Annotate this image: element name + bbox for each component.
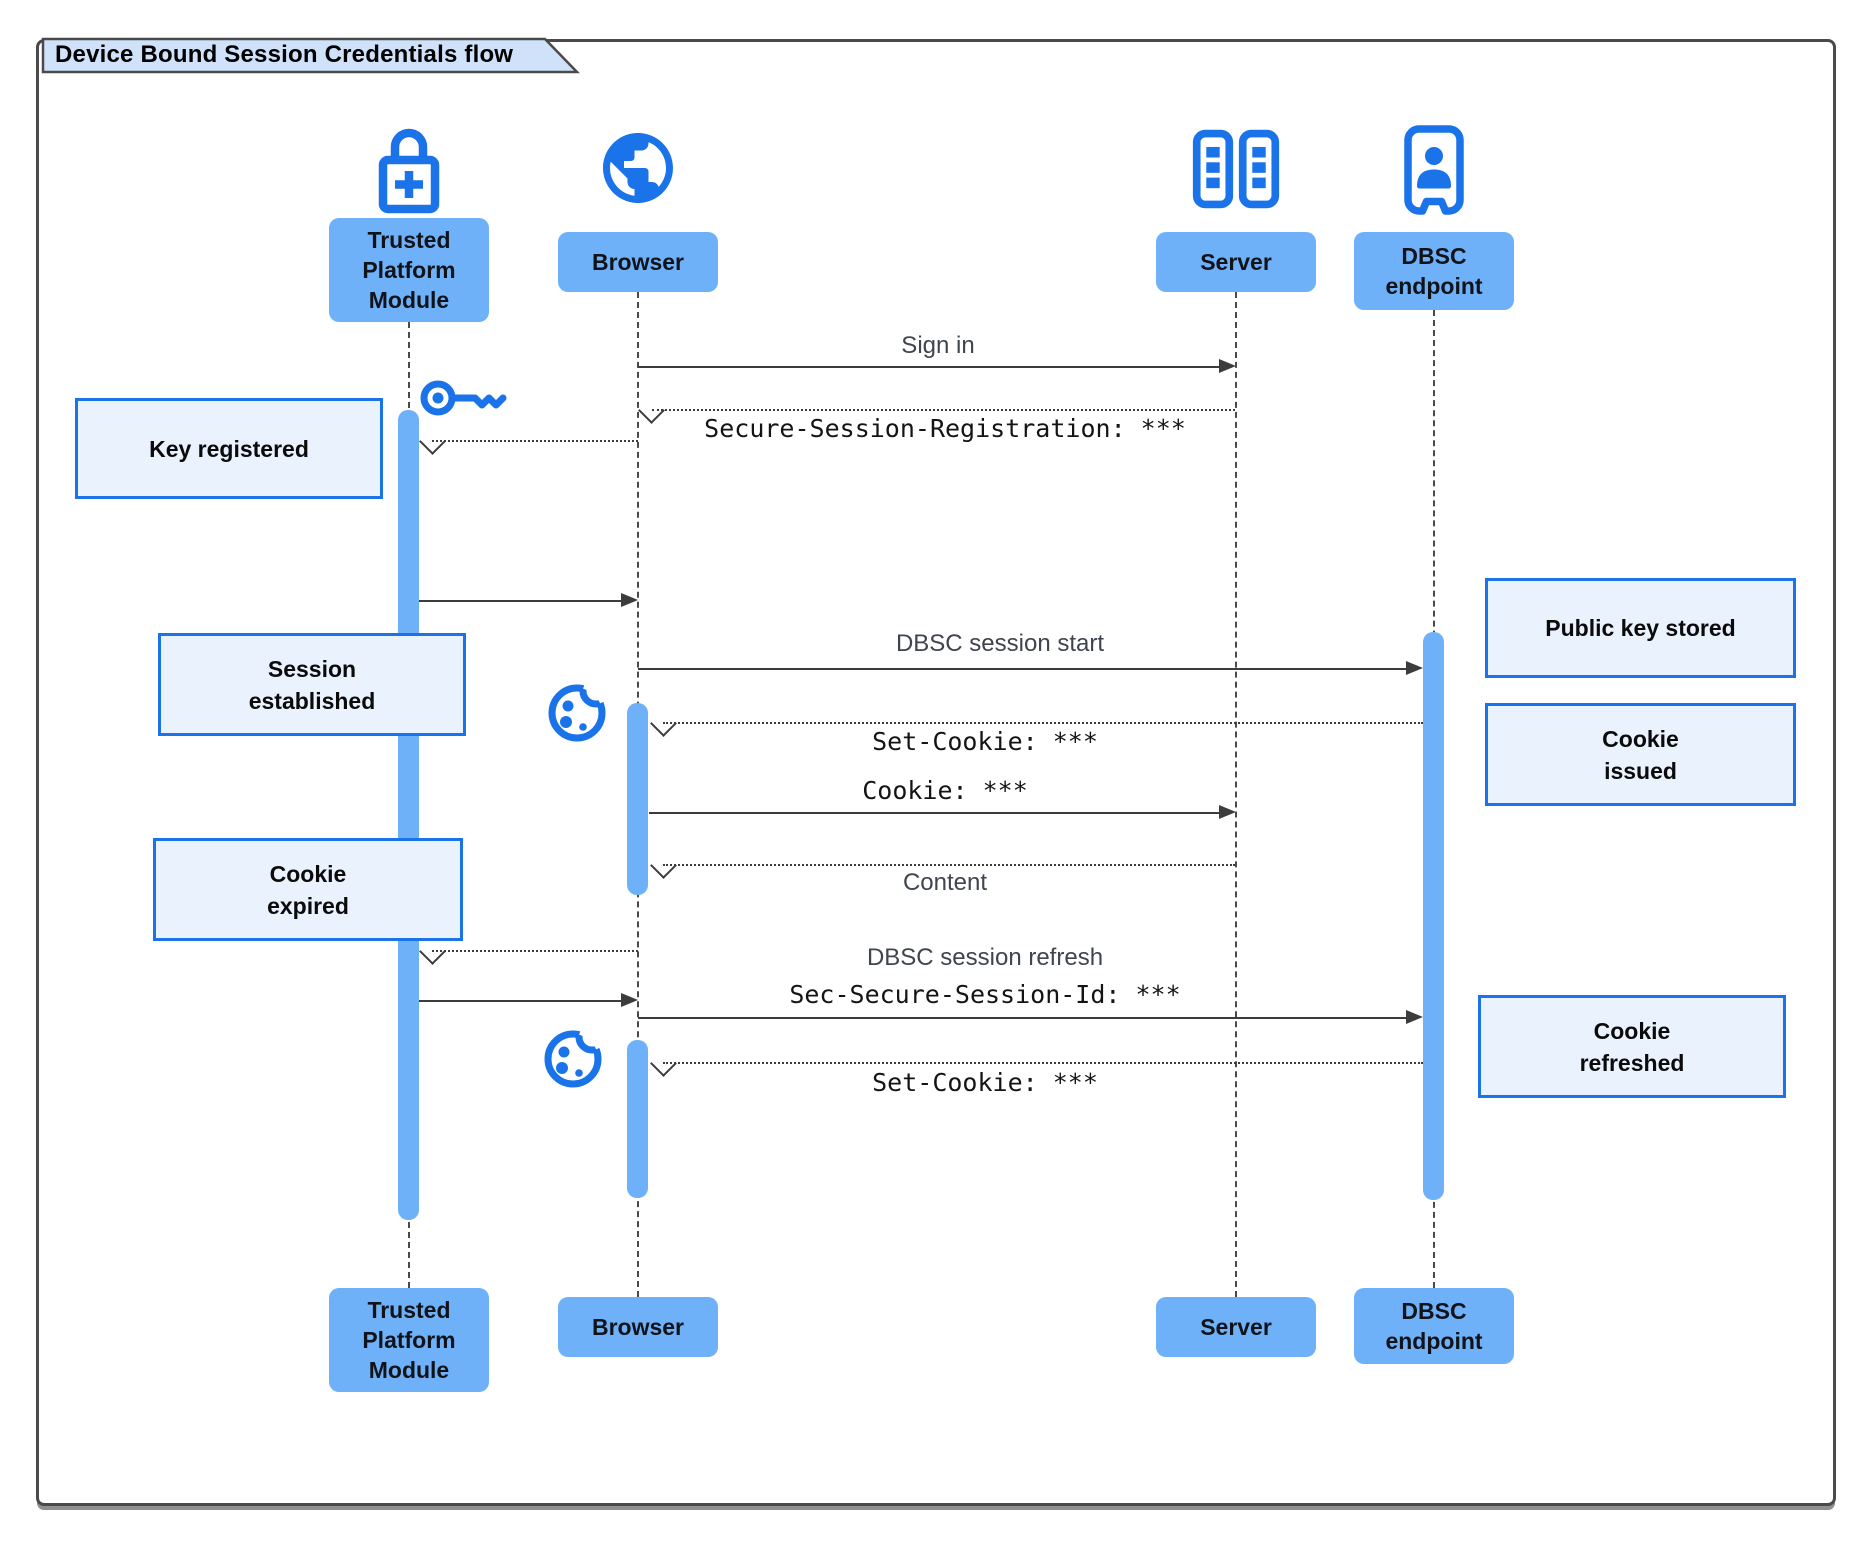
- lifeline-server: [1235, 292, 1237, 1297]
- note-session-established: Session established: [158, 633, 466, 736]
- cookie-icon: [544, 1024, 605, 1088]
- activation-dbsc: [1423, 632, 1444, 1200]
- note-cookie-expired: Cookie expired: [153, 838, 463, 941]
- note-cookie-refreshed: Cookie refreshed: [1478, 995, 1786, 1098]
- arrowhead-icon: [1406, 1010, 1423, 1024]
- message-arrow-set-cookie-2: [663, 1062, 1423, 1064]
- key-icon: [420, 380, 507, 416]
- id-badge-icon: [1404, 125, 1464, 215]
- cookie-icon: [548, 678, 609, 742]
- message-label-set-cookie-1: Set-Cookie: ***: [872, 727, 1098, 756]
- note-cookie-issued: Cookie issued: [1485, 703, 1796, 806]
- diagram-title-tab: Device Bound Session Credentials flow: [41, 37, 581, 75]
- message-arrow-key-ready: [419, 600, 621, 602]
- message-arrow-cookie-expired-signal: [432, 950, 638, 952]
- message-arrow-cookie: [649, 812, 1220, 814]
- lock-plus-icon: [378, 128, 440, 214]
- arrowhead-icon: [621, 593, 638, 607]
- message-arrow-content: [663, 864, 1235, 866]
- globe-icon: [603, 133, 673, 203]
- actor-server-bottom: Server: [1156, 1297, 1316, 1357]
- message-arrow-dbsc-session-start: [638, 668, 1406, 670]
- activation-browser-1: [627, 703, 648, 895]
- message-label-dbsc-session-start: DBSC session start: [895, 630, 1105, 657]
- message-arrow-sign-in: [638, 366, 1220, 368]
- message-label-session-refresh-line2: Sec-Secure-Session-Id: ***: [789, 980, 1181, 1009]
- actor-tpm-top: Trusted Platform Module: [329, 218, 489, 322]
- message-arrow-new-signature: [419, 1000, 621, 1002]
- arrowhead-icon: [1219, 359, 1236, 373]
- actor-server-top: Server: [1156, 232, 1316, 292]
- actor-browser-bottom: Browser: [558, 1297, 718, 1357]
- message-arrow-session-refresh: [638, 1017, 1406, 1019]
- actor-dbsc-bottom: DBSC endpoint: [1354, 1288, 1514, 1364]
- message-arrow-key-registration: [432, 440, 638, 442]
- message-arrow-session-registration: [652, 409, 1235, 411]
- title-tab-shape: [41, 37, 580, 74]
- message-label-content: Content: [902, 869, 988, 896]
- message-label-session-registration: Secure-Session-Registration: ***: [704, 414, 1186, 443]
- diagram-title: Device Bound Session Credentials flow: [55, 41, 514, 68]
- message-label-sign-in: Sign in: [901, 332, 975, 359]
- actor-browser-top: Browser: [558, 232, 718, 292]
- actor-dbsc-top: DBSC endpoint: [1354, 232, 1514, 310]
- arrowhead-icon: [621, 993, 638, 1007]
- message-label-cookie: Cookie: ***: [862, 776, 1028, 805]
- note-key-registered: Key registered: [75, 398, 383, 499]
- activation-tpm: [398, 410, 419, 1220]
- arrowhead-icon: [1406, 661, 1423, 675]
- server-rack-icon: [1192, 129, 1280, 209]
- message-arrow-set-cookie-1: [663, 722, 1423, 724]
- arrowhead-icon: [1219, 805, 1236, 819]
- message-label-session-refresh-line1: DBSC session refresh: [866, 944, 1104, 971]
- activation-browser-2: [627, 1040, 648, 1198]
- actor-tpm-bottom: Trusted Platform Module: [329, 1288, 489, 1392]
- note-public-key-stored: Public key stored: [1485, 578, 1796, 678]
- message-label-set-cookie-2: Set-Cookie: ***: [872, 1068, 1098, 1097]
